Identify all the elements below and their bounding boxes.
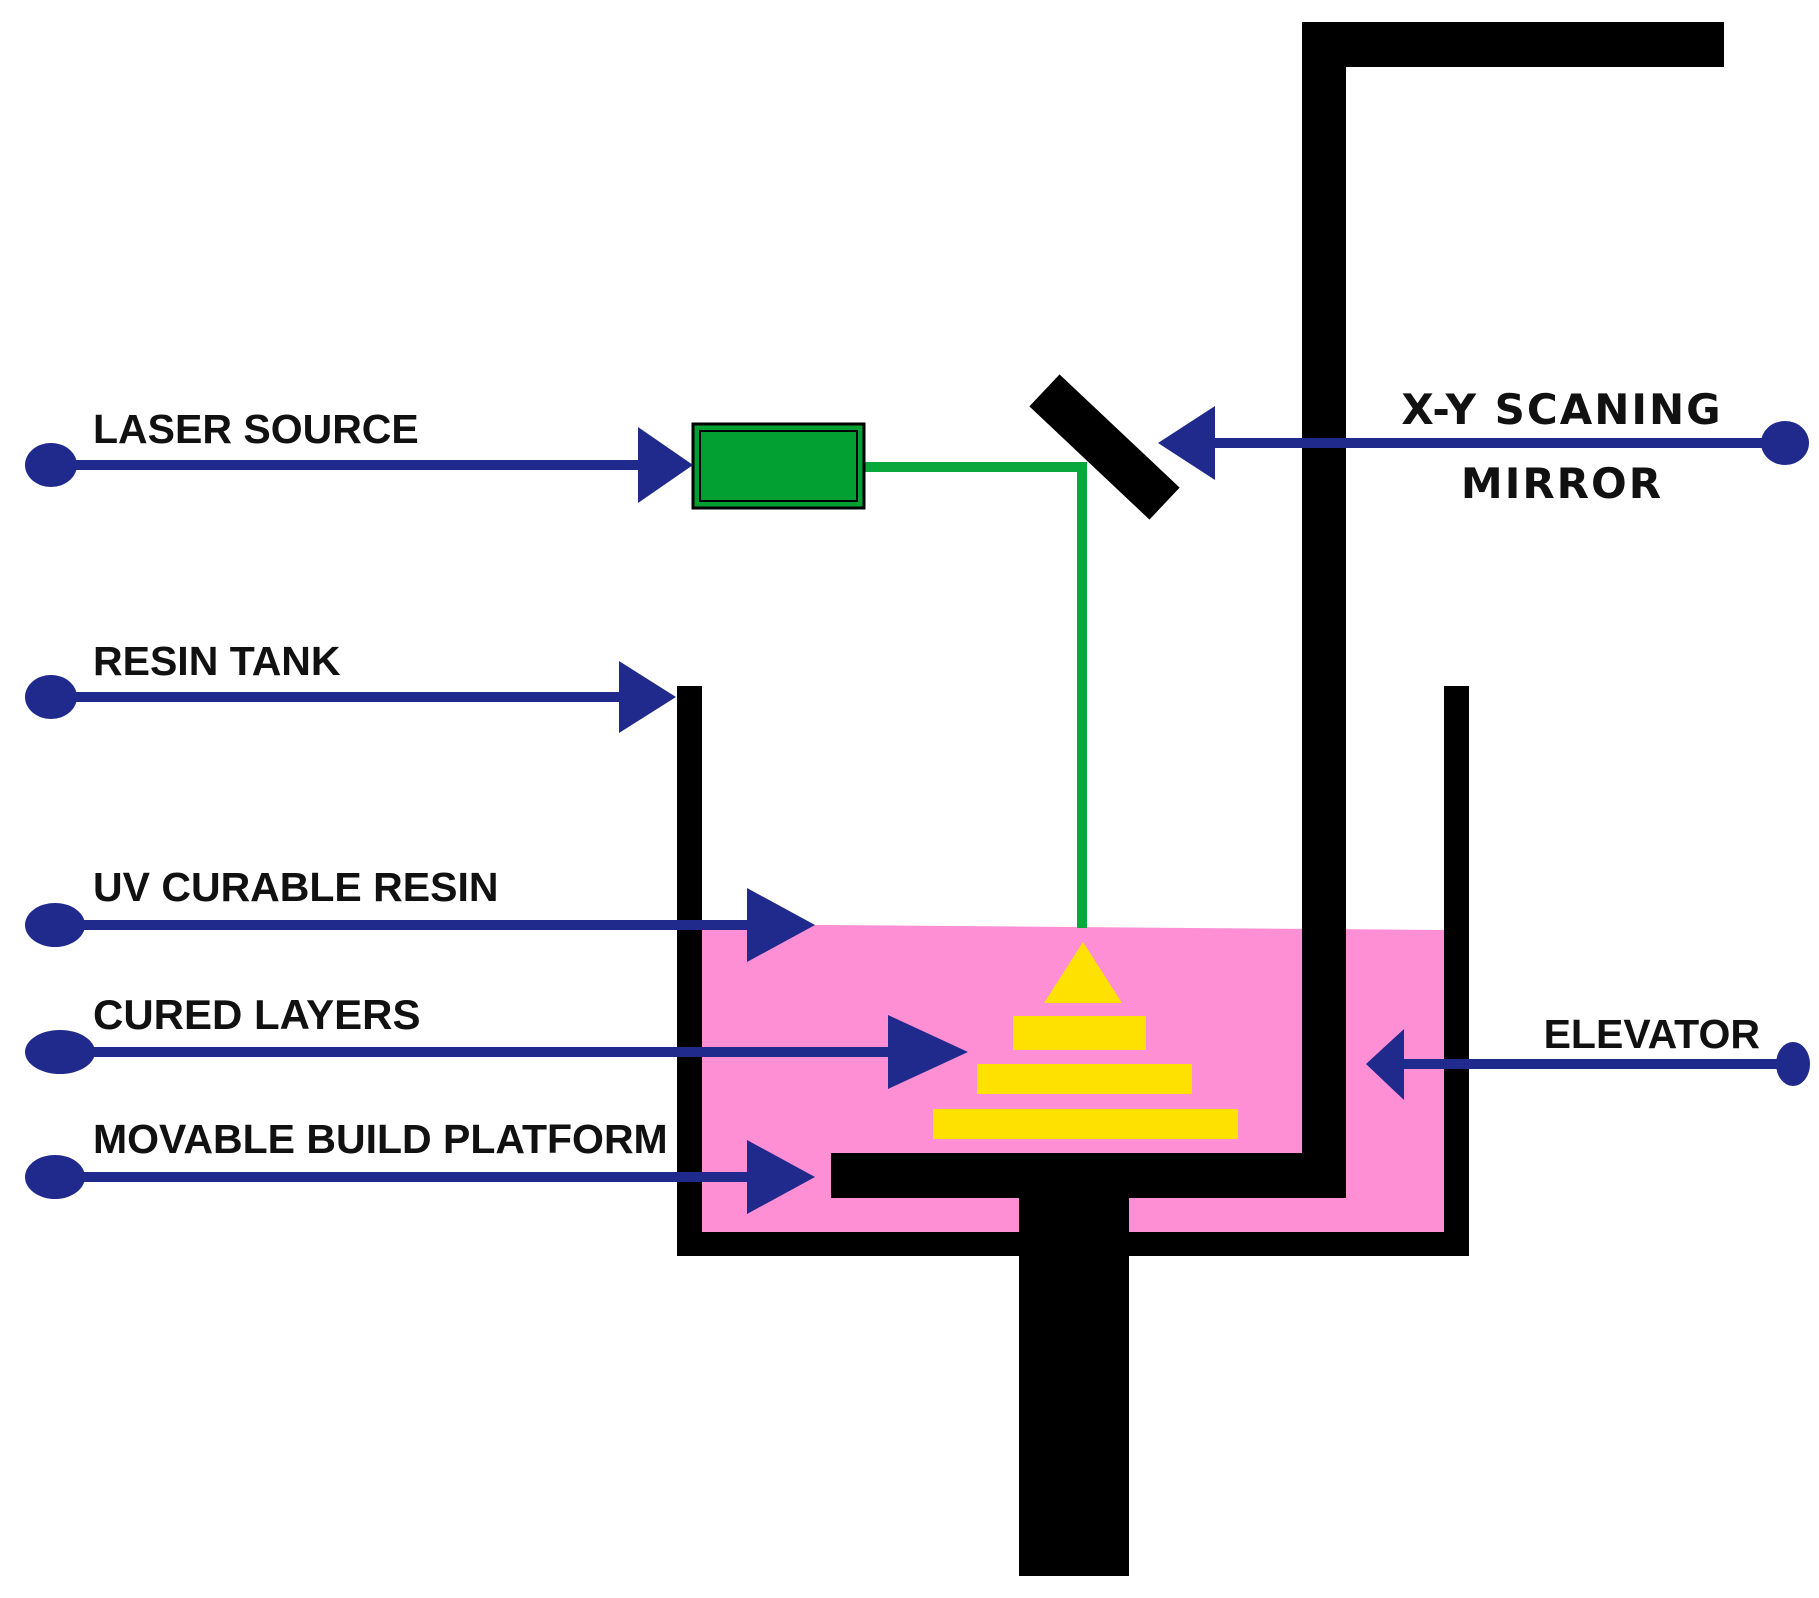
xy-scanning-mirror-label-line2: MIRROR <box>1461 459 1663 508</box>
elevator-pointer-head <box>1366 1029 1404 1100</box>
build-platform-plate <box>831 1153 1161 1198</box>
cured-layers <box>933 942 1238 1139</box>
uv-curable-resin-pointer <box>25 888 815 962</box>
cured-layer-2 <box>977 1064 1192 1094</box>
resin-tank-pointer-head <box>619 661 676 733</box>
pointers <box>25 406 1810 1214</box>
xy-scanning-mirror-pointer <box>1158 406 1809 480</box>
xy-scanning-mirror-pointer-head <box>1158 406 1215 480</box>
movable-build-platform <box>831 1153 1161 1576</box>
elevator-label: ELEVATOR <box>1544 1011 1760 1057</box>
cured-layer-1 <box>933 1109 1238 1139</box>
resin-tank-right-wall <box>1444 686 1469 1256</box>
movable-build-platform-pointer-head <box>747 1140 815 1214</box>
elevator-column <box>1302 22 1346 1198</box>
xy-scanning-mirror <box>1029 374 1180 520</box>
cured-layer-3 <box>1013 1016 1146 1050</box>
elevator-pointer <box>1366 1029 1810 1100</box>
resin-tank-label: RESIN TANK <box>93 638 341 684</box>
laser-source-pointer <box>25 427 693 503</box>
resin-tank-pointer <box>25 661 676 733</box>
laser-beam <box>864 462 1087 928</box>
movable-build-platform-label: MOVABLE BUILD PLATFORM <box>93 1116 668 1162</box>
laser-source-inner-border <box>699 430 858 502</box>
cured-layers-pointer <box>25 1015 968 1089</box>
movable-build-platform-pointer <box>25 1140 815 1214</box>
laser-source-box <box>691 422 866 510</box>
cured-layers-label: CURED LAYERS <box>93 991 421 1038</box>
cured-layer-tip <box>1044 942 1122 1003</box>
uv-curable-resin-label: UV CURABLE RESIN <box>93 864 498 910</box>
labels: LASER SOURCE RESIN TANK UV CURABLE RESIN… <box>93 385 1760 1162</box>
laser-source-pointer-head <box>638 427 693 503</box>
laser-source <box>691 422 866 510</box>
uv-curable-resin-pointer-head <box>747 888 815 962</box>
resin-tank-left-wall <box>677 686 702 1256</box>
elevator-top-arm <box>1302 22 1724 67</box>
cured-layers-pointer-head <box>888 1015 968 1089</box>
laser-source-label: LASER SOURCE <box>93 406 419 452</box>
build-platform-shaft <box>1019 1196 1129 1576</box>
xy-scanning-mirror-label-line1: X-Y SCANING <box>1401 385 1722 434</box>
